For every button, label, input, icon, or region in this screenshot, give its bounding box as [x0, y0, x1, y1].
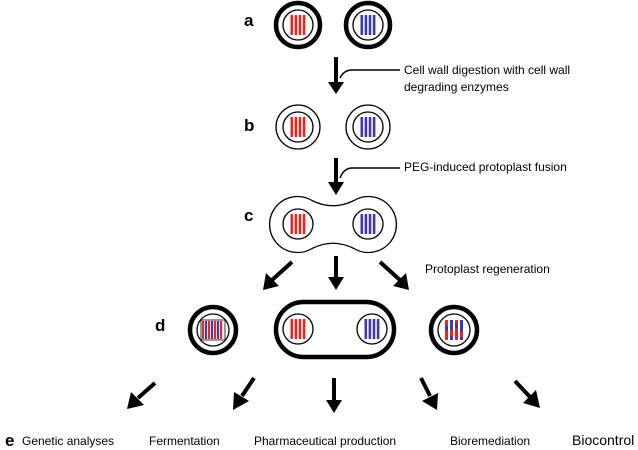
- application-pharmaceutical-production: Pharmaceutical production: [254, 434, 396, 448]
- arrow-c-to-d-right: [378, 260, 409, 290]
- arrow-to-pharmaceutical-production: [326, 378, 342, 413]
- recombinant-cell: [428, 304, 480, 356]
- heterokaryon-cell: [273, 299, 397, 360]
- protoplast-red: [275, 104, 321, 150]
- fused-protoplast: [269, 195, 397, 254]
- application-genetic-analyses: Genetic analyses: [22, 434, 114, 448]
- arrow-c-to-d-left: [263, 260, 294, 290]
- application-fermentation: Fermentation: [149, 434, 220, 448]
- arrow-to-genetic-analyses: [127, 381, 157, 409]
- step-label-e: e: [5, 431, 14, 450]
- arrow-c-to-d-center: [328, 256, 344, 290]
- annotation-cell-wall-digestion-line2: degrading enzymes: [404, 80, 509, 94]
- application-bioremediation: Bioremediation: [450, 434, 530, 448]
- annotation-peg-fusion: PEG-induced protoplast fusion: [404, 160, 567, 174]
- step-label-b: b: [244, 116, 254, 135]
- arrow-to-fermentation: [233, 376, 256, 410]
- arrow-a-to-b: [328, 57, 400, 94]
- cell-with-wall-blue: [343, 0, 393, 50]
- step-label-d: d: [155, 316, 165, 335]
- arrow-b-to-c: [328, 158, 400, 195]
- protoplast-blue: [345, 104, 391, 150]
- arrow-to-biocontrol: [513, 379, 540, 408]
- step-label-a: a: [244, 11, 254, 30]
- application-biocontrol: Biocontrol: [572, 432, 634, 448]
- step-label-c: c: [244, 206, 253, 225]
- annotation-protoplast-regeneration: Protoplast regeneration: [425, 262, 550, 276]
- hybrid-cell-fused-nucleus: [187, 304, 239, 356]
- annotation-cell-wall-digestion-line1: Cell wall digestion with cell wall: [404, 63, 570, 77]
- cell-with-wall-red: [273, 0, 323, 50]
- arrow-to-bioremediation: [419, 377, 438, 410]
